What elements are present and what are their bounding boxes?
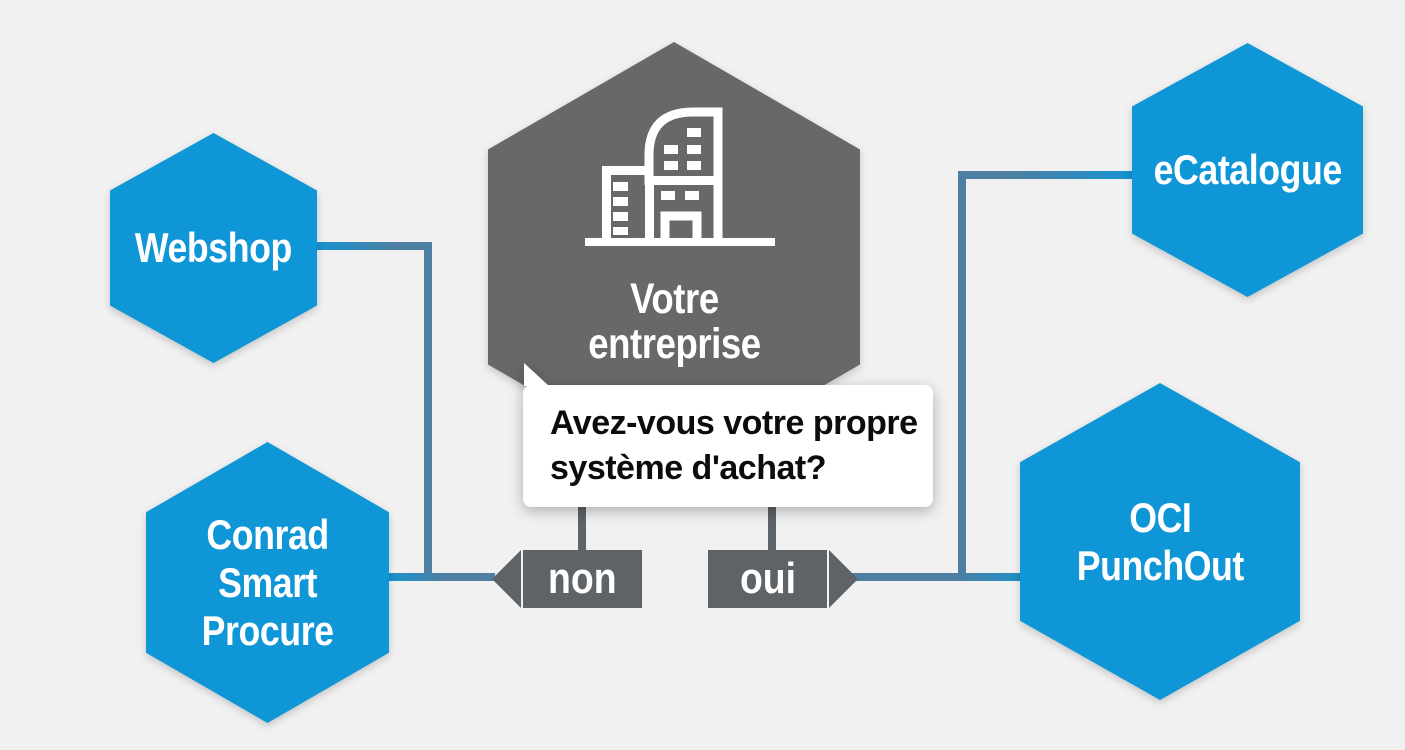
answer-non-label: non <box>548 554 617 603</box>
arrow-right-icon <box>829 550 858 608</box>
question-line2: système d'achat? <box>550 449 827 487</box>
speech-bubble: Avez-vous votre propre système d'achat? <box>523 363 933 507</box>
arrow-left-icon <box>492 550 521 608</box>
webshop-label: Webshop <box>134 224 293 271</box>
answer-oui-label: oui <box>739 554 796 603</box>
connector-ecatalogue-horizontal <box>958 171 1160 179</box>
conrad-label-line2: Smart <box>217 558 318 606</box>
company-label-line1: Votre <box>629 275 719 323</box>
connector-ecatalogue-vertical <box>958 171 966 581</box>
answer-oui-tag: oui <box>708 550 827 608</box>
connector-oui-to-oci <box>852 573 1060 581</box>
connector-conrad-to-non <box>378 573 495 581</box>
ecatalogue-label: eCatalogue <box>1153 146 1342 193</box>
question-line1: Avez-vous votre propre <box>550 404 918 442</box>
company-label: Votre entreprise <box>587 275 761 368</box>
question-text: Avez-vous votre propre système d'achat? <box>523 363 933 507</box>
hexagon-oci-punchout: OCI PunchOut <box>1020 383 1300 700</box>
answer-non-tag: non <box>523 550 642 608</box>
connector-question-to-non <box>578 506 586 553</box>
building-icon <box>585 107 775 246</box>
connector-webshop-horizontal <box>305 242 432 250</box>
connector-question-to-oui <box>768 506 776 553</box>
company-label-line2: entreprise <box>587 320 761 368</box>
hexagon-conrad-smart-procure: Conrad Smart Procure <box>146 442 389 723</box>
hexagon-ecatalogue: eCatalogue <box>1132 43 1363 297</box>
conrad-label-line3: Procure <box>201 606 334 654</box>
connector-webshop-vertical <box>424 242 432 581</box>
oci-label-line2: PunchOut <box>1076 541 1244 589</box>
oci-label-line1: OCI <box>1128 493 1192 541</box>
conrad-label-line1: Conrad <box>206 510 329 558</box>
hexagon-webshop: Webshop <box>110 133 317 363</box>
